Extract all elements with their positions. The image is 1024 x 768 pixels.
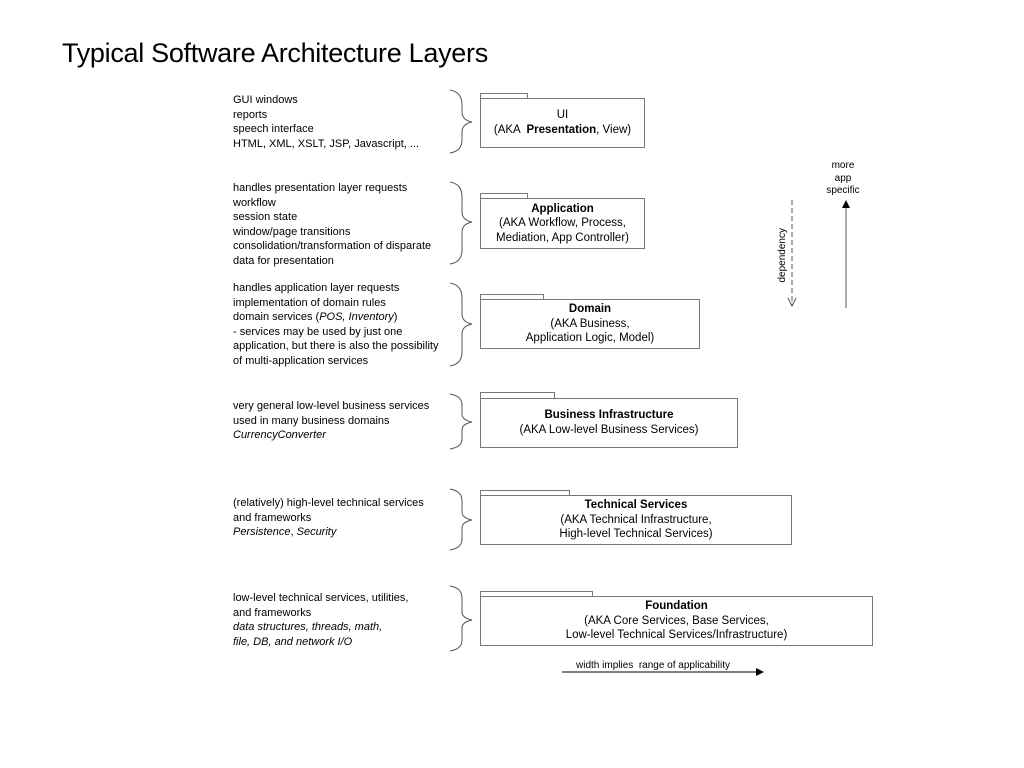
brace-icon bbox=[449, 282, 473, 367]
domain-notes: handles application layer requests imple… bbox=[233, 281, 438, 369]
domain-layer-package: Domain (AKA Business, Application Logic,… bbox=[480, 299, 700, 349]
ui-layer-package: UI (AKA Presentation, View) bbox=[480, 98, 645, 148]
note-line: data structures, threads, math, bbox=[233, 621, 383, 634]
business-infrastructure-layer-package: Business Infrastructure (AKA Low-level B… bbox=[480, 398, 738, 448]
note-line: - services may be used by just one bbox=[233, 325, 403, 338]
label-line: more bbox=[831, 160, 855, 171]
label-line: specific bbox=[826, 185, 860, 196]
business-infrastructure-notes: very general low-level business services… bbox=[233, 399, 429, 443]
app-specific-label: more app specific bbox=[813, 160, 873, 198]
technical-services-notes: (relatively) high-level technical servic… bbox=[233, 496, 424, 540]
note-text: ) bbox=[393, 311, 398, 324]
package-desc: Application Logic, Model) bbox=[525, 332, 655, 345]
note-line: application, but there is also the possi… bbox=[233, 340, 439, 353]
desc-text: (AKA bbox=[493, 124, 524, 136]
package-name: Application bbox=[531, 202, 594, 215]
note-line: low-level technical services, utilities, bbox=[233, 592, 409, 604]
brace-icon bbox=[449, 585, 473, 652]
note-line: and frameworks bbox=[233, 511, 312, 524]
note-line: used in many business domains bbox=[233, 414, 390, 427]
note-line: (relatively) high-level technical servic… bbox=[233, 497, 424, 509]
desc-text: Presentation bbox=[526, 124, 597, 136]
note-line: workflow bbox=[233, 196, 276, 209]
note-line: of multi-application services bbox=[233, 354, 369, 367]
package-name: Business Infrastructure bbox=[544, 409, 674, 422]
package-tab bbox=[480, 490, 570, 495]
app-specific-arrow bbox=[842, 200, 850, 308]
note-line: GUI windows bbox=[233, 94, 298, 106]
package-desc: Mediation, App Controller) bbox=[496, 231, 629, 244]
package-tab bbox=[480, 193, 528, 198]
package-desc: (AKA Workflow, Process, bbox=[499, 217, 626, 230]
note-text: POS, Inventory bbox=[319, 311, 394, 324]
brace-icon bbox=[449, 89, 473, 154]
note-text: , bbox=[290, 526, 297, 539]
width-arrow bbox=[562, 668, 764, 676]
note-line: file, DB, and network I/O bbox=[233, 635, 353, 648]
dependency-label: dependency bbox=[776, 228, 788, 283]
label-line: app bbox=[834, 172, 852, 184]
page-title: Typical Software Architecture Layers bbox=[62, 38, 488, 68]
package-desc: (AKA Core Services, Base Services, bbox=[584, 614, 769, 627]
package-tab bbox=[480, 294, 544, 299]
brace-icon bbox=[449, 488, 473, 551]
package-name: Foundation bbox=[645, 600, 708, 613]
desc-text: , View) bbox=[596, 124, 632, 136]
note-line: Persistence, Security bbox=[233, 525, 424, 540]
note-line: domain services (POS, Inventory) bbox=[233, 310, 438, 325]
note-line: data for presentation bbox=[233, 254, 334, 267]
package-tab bbox=[480, 392, 555, 398]
dependency-arrow bbox=[787, 200, 797, 308]
note-line: session state bbox=[233, 211, 298, 224]
note-line: window/page transitions bbox=[233, 225, 351, 238]
note-line: implementation of domain rules bbox=[233, 296, 386, 309]
note-text: Security bbox=[296, 526, 337, 539]
note-line: handles application layer requests bbox=[233, 282, 400, 294]
package-desc: High-level Technical Services) bbox=[559, 528, 713, 541]
note-text: Persistence bbox=[233, 526, 291, 539]
brace-icon bbox=[449, 181, 473, 265]
brace-icon bbox=[449, 393, 473, 450]
package-name: Technical Services bbox=[584, 499, 688, 512]
note-line: very general low-level business services bbox=[233, 400, 430, 412]
width-label: width implies range of applicability bbox=[576, 660, 730, 671]
note-line: consolidation/transformation of disparat… bbox=[233, 240, 432, 253]
note-line: and frameworks bbox=[233, 606, 312, 619]
package-tab bbox=[480, 591, 593, 596]
brace-icons bbox=[449, 89, 473, 652]
package-desc: (AKA Business, bbox=[550, 317, 630, 330]
technical-services-layer-package: Technical Services (AKA Technical Infras… bbox=[480, 495, 792, 545]
note-line: handles presentation layer requests bbox=[233, 182, 408, 194]
package-desc: (AKA Technical Infrastructure, bbox=[560, 513, 712, 526]
note-line: HTML, XML, XSLT, JSP, Javascript, ... bbox=[233, 137, 420, 150]
foundation-layer-package: Foundation (AKA Core Services, Base Serv… bbox=[480, 596, 873, 646]
ui-notes: GUI windows reports speech interface HTM… bbox=[233, 93, 419, 151]
note-line: CurrencyConverter bbox=[233, 429, 326, 442]
package-desc: Low-level Technical Services/Infrastruct… bbox=[565, 629, 788, 642]
note-text: domain services ( bbox=[233, 311, 320, 324]
package-name: Domain bbox=[568, 303, 612, 316]
package-tab bbox=[480, 93, 528, 98]
package-name: UI bbox=[556, 109, 569, 122]
package-desc: (AKA Low-level Business Services) bbox=[519, 424, 699, 436]
application-layer-package: Application (AKA Workflow, Process, Medi… bbox=[480, 198, 645, 249]
application-notes: handles presentation layer requests work… bbox=[233, 181, 431, 269]
note-line: speech interface bbox=[233, 123, 314, 136]
package-desc: (AKA Presentation, View) bbox=[494, 123, 631, 138]
note-line: reports bbox=[233, 108, 268, 121]
foundation-notes: low-level technical services, utilities,… bbox=[233, 591, 408, 649]
